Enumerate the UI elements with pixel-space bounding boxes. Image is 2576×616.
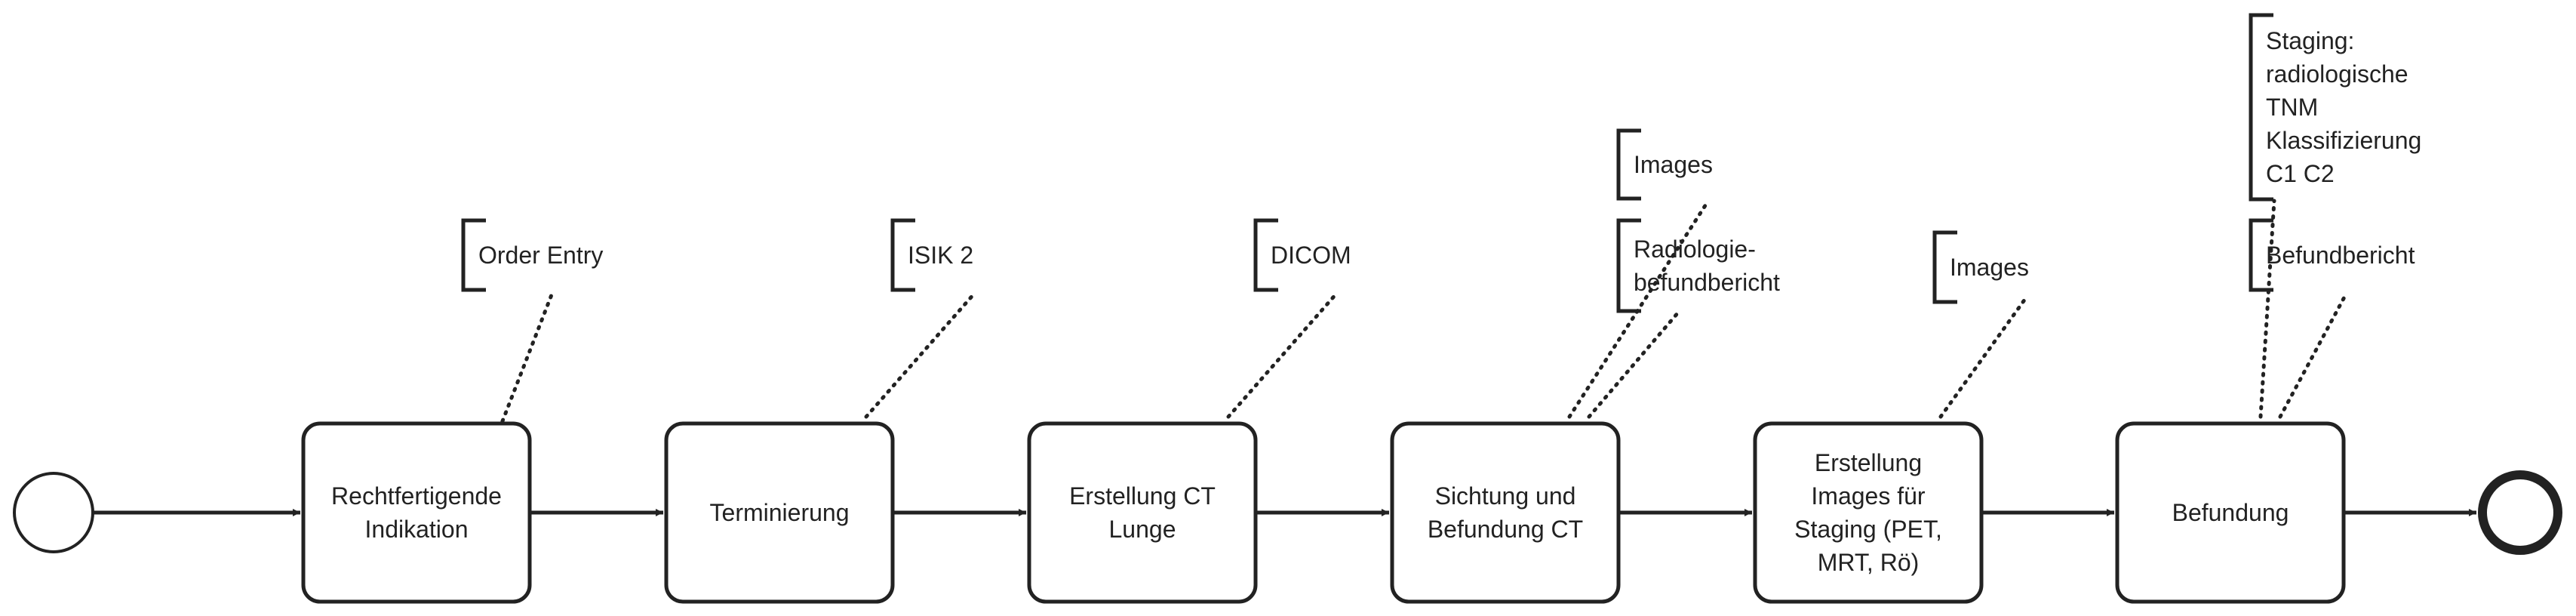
association-a8 (2278, 291, 2349, 419)
annotation-text-line: Staging: (2266, 27, 2354, 54)
task-t6: Befundung (2115, 421, 2346, 604)
annotation-text-line: DICOM (1271, 242, 1351, 269)
annotation-a6: Images (1932, 230, 2029, 304)
annotation-a8: Befundbericht (2249, 218, 2415, 292)
annotation-text-line: befundbericht (1634, 269, 1780, 296)
task-label-line: Images für (1811, 482, 1926, 510)
task-label-line: Erstellung (1815, 449, 1922, 476)
association-a2 (864, 291, 977, 419)
association-a7 (2258, 199, 2276, 419)
annotation-bracket (1616, 128, 1641, 201)
annotation-text-line: Klassifizierung (2266, 127, 2421, 154)
annotation-text-line: Order Entry (478, 242, 603, 269)
association-a4 (1567, 199, 1711, 419)
association-a6 (1938, 297, 2027, 419)
annotation-bracket (1253, 218, 1278, 292)
task-t3: Erstellung CT Lunge (1027, 421, 1258, 604)
end-event (2478, 470, 2562, 555)
annotation-a3: DICOM (1253, 218, 1351, 292)
task-label-line: Befundung (2172, 499, 2289, 526)
annotation-bracket (2249, 218, 2273, 292)
start-event (13, 472, 94, 553)
task-t2: Terminierung (664, 421, 895, 604)
task-box (301, 421, 532, 604)
task-label-line: Lunge (1109, 516, 1176, 543)
task-label-line: Rechtfertigende (331, 482, 502, 510)
annotation-text-line: ISIK 2 (908, 242, 973, 269)
annotation-bracket (2249, 13, 2273, 202)
task-box (1390, 421, 1621, 604)
annotation-text-line: Befundbericht (2266, 242, 2415, 269)
task-box (2115, 421, 2346, 604)
annotation-bracket (461, 218, 486, 292)
task-label-line: Staging (PET, (1794, 516, 1942, 543)
annotation-bracket (1616, 218, 1641, 313)
task-label-line: MRT, Rö) (1818, 549, 1920, 576)
annotation-text-line: Images (1950, 254, 2029, 281)
task-label-line: Befundung CT (1428, 516, 1583, 543)
annotation-a4: Images (1616, 128, 1713, 201)
annotation-a1: Order Entry (461, 218, 603, 292)
association-a5 (1587, 310, 1680, 419)
task-box (1753, 421, 1984, 604)
task-box (1027, 421, 1258, 604)
annotation-text-line: radiologische (2266, 60, 2408, 88)
annotation-text-line: C1 C2 (2266, 160, 2335, 187)
task-label-line: Indikation (365, 516, 469, 543)
task-label-line: Terminierung (710, 499, 850, 526)
annotation-text-line: Images (1634, 151, 1713, 178)
annotation-bracket (890, 218, 915, 292)
annotation-a2: ISIK 2 (890, 218, 973, 292)
annotation-text-line: Radiologie- (1634, 236, 1756, 263)
task-label-line: Sichtung und (1435, 482, 1576, 510)
association-a3 (1226, 291, 1339, 419)
annotation-bracket (1932, 230, 1957, 304)
annotation-text-line: TNM (2266, 94, 2318, 121)
annotation-a5: Radiologie-befundbericht (1616, 218, 1780, 313)
task-label-line: Erstellung CT (1069, 482, 1216, 510)
task-box (664, 421, 895, 604)
